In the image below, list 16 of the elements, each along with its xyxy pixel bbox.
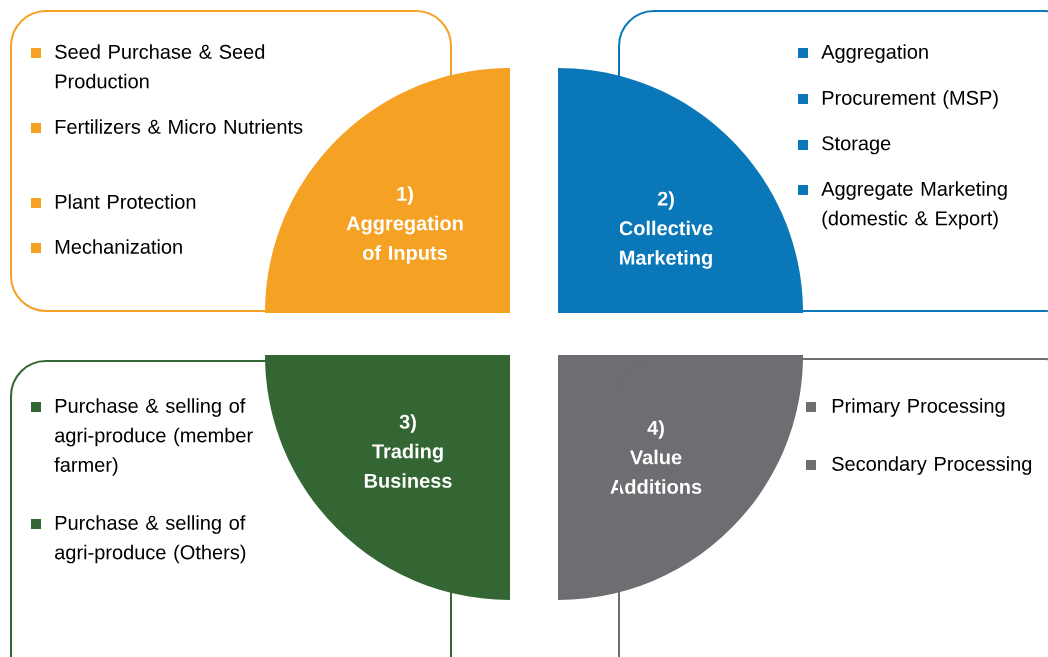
list-item: Fertilizers & Micro Nutrients: [55, 119, 303, 134]
sector-label: 1) Aggregation of Inputs: [346, 186, 463, 264]
list-item: Purchase & selling of agri-produce (member farmer): [54, 398, 253, 476]
list-item: Storage: [822, 136, 891, 155]
list-item: Seed Purchase & Seed Production: [55, 44, 265, 89]
list-item: Aggregation: [821, 44, 928, 63]
list-item: Mechanization: [55, 239, 182, 254]
list-item: Plant Protection: [55, 194, 196, 209]
list-item: Secondary Processing: [832, 456, 1032, 475]
list-item: Aggregate Marketing (domestic & Export): [821, 181, 1007, 230]
sector-label: 2) Collective Marketing: [619, 191, 713, 269]
list-item: Primary Processing: [832, 398, 1005, 417]
list-item: Procurement (MSP): [822, 90, 998, 109]
sector-label: 4) Value Additions: [610, 420, 702, 494]
sector-label: 3) Trading Business: [364, 414, 452, 488]
list-item: Purchase & selling of agri-produce (Others): [55, 515, 246, 564]
